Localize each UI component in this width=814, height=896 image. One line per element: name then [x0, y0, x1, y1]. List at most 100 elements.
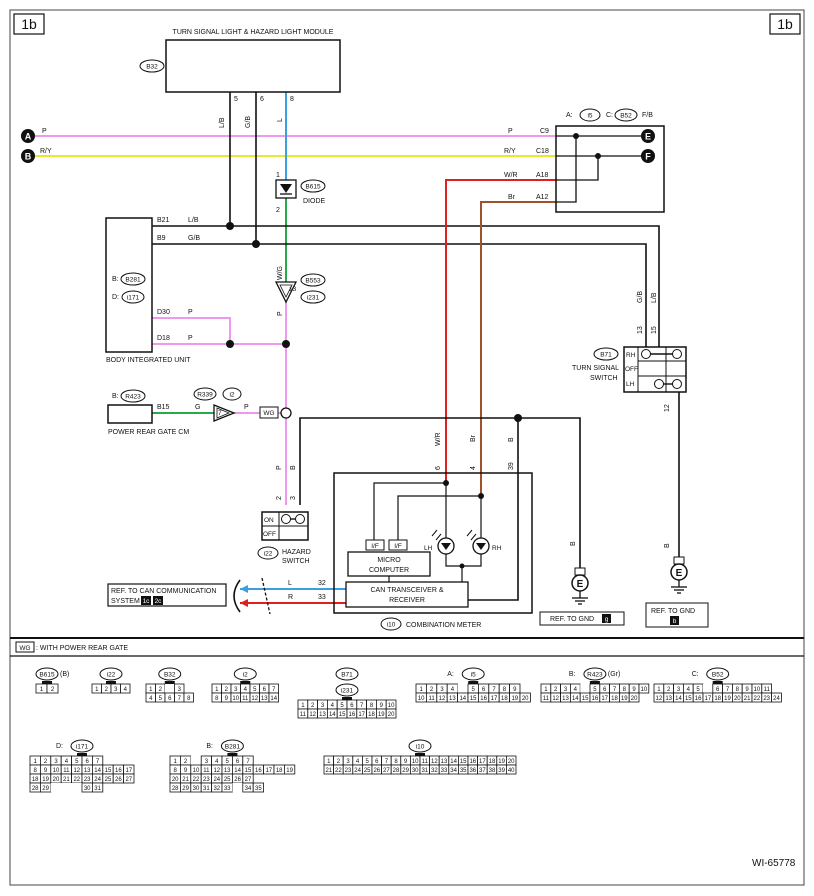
connector-pin: 19 [378, 712, 385, 718]
connector-cell [123, 773, 135, 784]
connector-pin: 3 [54, 759, 58, 765]
ef-junction-block: E F A: i5 C: B52 F/B [555, 108, 665, 213]
connector-pin: 4 [149, 696, 153, 702]
connector-pin: 3 [346, 759, 350, 765]
connector-b553: 13 W/G P B553 i231 [274, 266, 326, 316]
connector-pin: 25 [105, 777, 112, 783]
connector-pin: 31 [94, 786, 101, 792]
connector-pin: 22 [335, 768, 342, 774]
connector-pin: 16 [115, 768, 122, 774]
connector-pin: 36 [469, 768, 476, 774]
wire-pink-d30 [152, 317, 231, 344]
connector-pin: 5 [159, 696, 163, 702]
connector-pin: 26 [373, 768, 380, 774]
hazard-switch: P B 2 3 ON OFF i22 HAZARD SWITCH [257, 465, 311, 565]
connector-gap [580, 684, 590, 693]
meter-label: COMBINATION METER [406, 622, 481, 629]
connector-pin: 13 [224, 768, 231, 774]
connector-pin: 2 [159, 687, 163, 693]
module-wire-l: L [277, 118, 284, 122]
body-wire-d18: P [188, 335, 193, 342]
connector-pin: 1 [95, 687, 99, 693]
connector-pin: 15 [685, 696, 692, 702]
connector-pin: 18 [32, 777, 39, 783]
connector-pin: 22 [193, 777, 200, 783]
connector-pin: 15 [245, 768, 252, 774]
connector-pin: 26 [234, 777, 241, 783]
connector-pin: 25 [224, 777, 231, 783]
bus-a-wire: P [42, 128, 47, 135]
connector-pin: 10 [53, 768, 60, 774]
connector-pin: 8 [174, 768, 178, 774]
connector-pin: 3 [114, 687, 118, 693]
connector-pin: 8 [34, 768, 38, 774]
diode-pin-top: 1 [276, 172, 280, 179]
meter-micro-2: COMPUTER [369, 567, 409, 574]
connector-pin: 13 [562, 696, 569, 702]
ground-right-label: REF. TO GND [651, 608, 695, 615]
connector-pin: 11 [203, 768, 210, 774]
connector-pin: 3 [205, 759, 209, 765]
connector-pin: 9 [380, 703, 384, 709]
connector-pin: 13 [319, 712, 326, 718]
meter-can-1: CAN TRANSCEIVER & [371, 587, 444, 594]
connector-pin: 20 [631, 696, 638, 702]
rear-gate-conn-id1: R339 [197, 392, 213, 399]
connector-pin: 2 [44, 759, 48, 765]
connector-pin: 9 [404, 759, 408, 765]
connector-pin: 28 [32, 786, 39, 792]
connector-pin: 12 [656, 696, 663, 702]
connector-cell [505, 764, 517, 775]
hazard-wire-3: B [290, 465, 297, 470]
section-tag-right: 1b [769, 13, 801, 35]
connector-id: R423 [587, 672, 603, 679]
connector-pin: 15 [339, 712, 346, 718]
connector-pin: 4 [574, 687, 578, 693]
connector-pin: 3 [677, 687, 681, 693]
connector-pin: 15 [105, 768, 112, 774]
ef-id-a: i5 [587, 113, 592, 120]
connector-pin: 32 [431, 768, 438, 774]
connector-pin: 15 [582, 696, 589, 702]
connector-pin: 10 [193, 768, 200, 774]
ef-row-1-pin: C18 [536, 148, 549, 155]
body-integrated-unit: BODY INTEGRATED UNIT B: B281 D: i171 B21… [105, 217, 200, 364]
connector-id: B52 [712, 672, 724, 679]
connector-pin: 1 [149, 687, 153, 693]
can-cut-line [261, 577, 271, 615]
connector-pin: 19 [498, 759, 505, 765]
connector-pin: 6 [168, 696, 172, 702]
connector-pin: 13 [665, 696, 672, 702]
connector-pin: 6 [236, 759, 240, 765]
connector-pin: 8 [215, 696, 219, 702]
can-ref-badge2: 2c [155, 598, 163, 605]
connector-pin: 16 [592, 696, 599, 702]
connector-pin: 14 [459, 696, 466, 702]
connector-pin: 4 [215, 759, 219, 765]
meter-pin-32: 32 [318, 580, 326, 587]
connector-cell [252, 782, 264, 793]
connector-pin: 25 [364, 768, 371, 774]
connector-pin: 14 [234, 768, 241, 774]
body-id-b: B281 [125, 277, 141, 284]
circle-a: A [21, 129, 35, 143]
connector-pin: 17 [705, 696, 712, 702]
module-wire-lb: L/B [219, 117, 226, 128]
connector-pin: 7 [272, 687, 276, 693]
connector-pin: 20 [53, 777, 60, 783]
connector-pin: 9 [513, 687, 517, 693]
connector-pin: 16 [695, 696, 702, 702]
connector-pin: 6 [603, 687, 607, 693]
connector-pin: 1 [420, 687, 424, 693]
connector-pin: 4 [687, 687, 691, 693]
turn-label-1: TURN SIGNAL [572, 365, 619, 372]
turn-pos-off: OFF [625, 366, 638, 373]
meter-can-2: RECEIVER [389, 597, 425, 604]
connector-pin: 14 [450, 759, 457, 765]
hazard-pos-on: ON [264, 517, 274, 524]
connector-pin: 30 [412, 768, 419, 774]
circle-b-letter: B [25, 152, 32, 162]
